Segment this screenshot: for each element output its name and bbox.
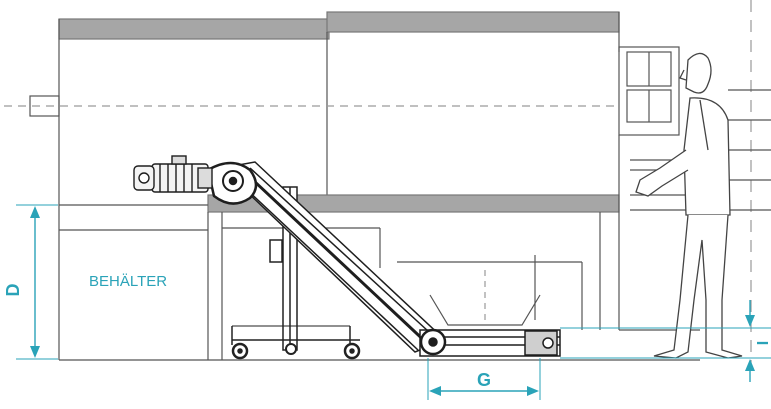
dimension-d-label: D [3,284,23,297]
dimension-i [560,300,771,382]
operator-figure [635,52,743,359]
collection-hopper [429,270,541,326]
dimension-d [16,204,58,360]
dimension-i-label: I [755,341,771,345]
inclined-chip-conveyor [206,161,561,357]
gear-motor [133,155,213,193]
container-label: BEHÄLTER [89,273,167,290]
dimension-g [427,358,541,400]
machine-housing [4,0,771,370]
dimension-g-label: G [477,370,491,390]
